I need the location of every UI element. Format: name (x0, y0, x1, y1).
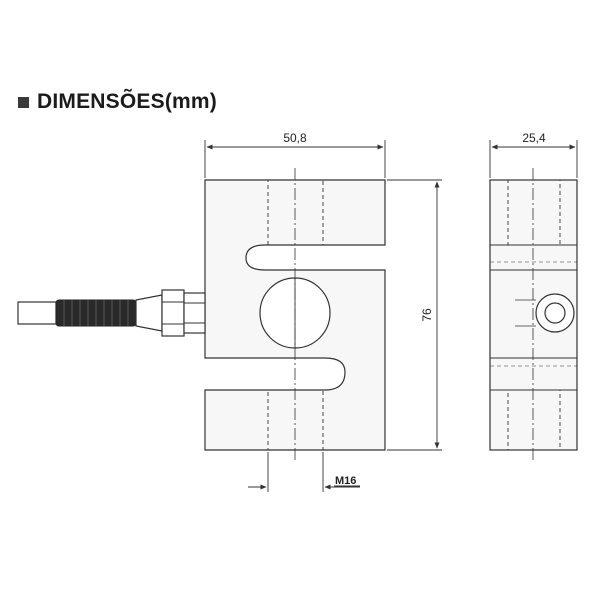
thread-dimension (248, 452, 360, 492)
thread-label: M16 (335, 475, 356, 487)
side-top-thread-hole (507, 179, 561, 246)
hex-nut (161, 289, 185, 337)
top-thread-hole (267, 179, 324, 246)
width-dimension (204, 140, 386, 178)
connector-taper (135, 294, 163, 332)
height-dimension (387, 179, 442, 451)
depth-label: 25,4 (522, 131, 546, 145)
cable-assembly (17, 289, 206, 337)
cable (17, 301, 57, 325)
side-view (489, 168, 578, 462)
width-label: 50,8 (283, 131, 307, 145)
height-label: 76 (420, 308, 434, 322)
section-header: DIMENSÕES(mm) (18, 90, 217, 114)
side-connector-inner (544, 302, 566, 324)
gland-base (183, 292, 206, 334)
bottom-thread-hole (267, 389, 324, 451)
section-title: DIMENSÕES(mm) (37, 90, 217, 113)
depth-dimension (489, 140, 578, 178)
front-view (204, 168, 386, 462)
square-bullet-icon (18, 96, 29, 108)
